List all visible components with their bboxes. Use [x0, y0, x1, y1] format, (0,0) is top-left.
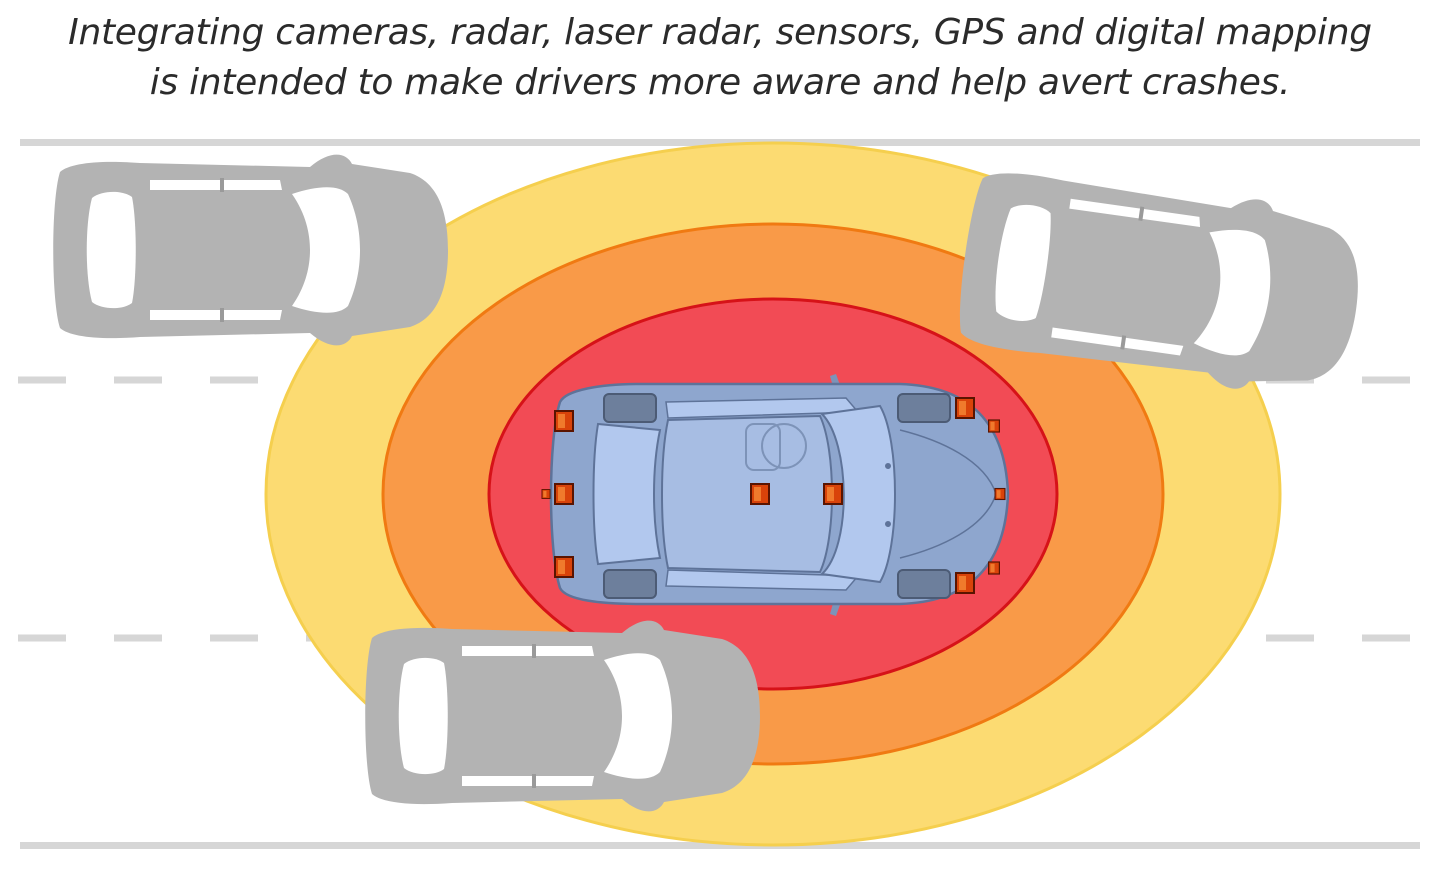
road-bottom-edge	[20, 842, 1420, 849]
caption-line-1: Integrating cameras, radar, laser radar,…	[68, 12, 1372, 53]
wheel-front-top	[897, 393, 951, 423]
sensor-front-top	[955, 397, 975, 419]
wheel-rear-top	[603, 393, 657, 423]
vehicle-top-left	[53, 154, 448, 346]
vehicle-bottom-left	[365, 620, 760, 812]
sensor-rear-top	[554, 410, 574, 432]
wheel-front-bottom	[897, 569, 951, 599]
caption: Integrating cameras, radar, laser radar,…	[0, 8, 1440, 108]
ego-cabin	[661, 414, 833, 574]
sensor-front-bottom	[955, 572, 975, 594]
sensor-roof	[750, 483, 770, 505]
ego-rear-window	[592, 422, 662, 566]
caption-line-2: is intended to make drivers more aware a…	[149, 62, 1291, 103]
ego-windshield	[819, 404, 896, 584]
sensor-rear-bottom	[554, 556, 574, 578]
sensor-front-center	[994, 487, 1006, 501]
ego-vehicle	[549, 374, 1010, 616]
hood-detail-bottom	[885, 521, 891, 527]
wheel-rear-bottom	[603, 569, 657, 599]
hood-detail-top	[885, 463, 891, 469]
road-top-edge	[20, 139, 1420, 146]
sensor-rear-center	[554, 483, 574, 505]
sensor-corner-bottom	[987, 561, 1001, 575]
sensor-rear-center-left	[541, 489, 551, 499]
steering-wheel	[761, 423, 807, 469]
driver-seat	[745, 423, 781, 471]
sensor-corner-top	[987, 419, 1001, 433]
sensor-windshield	[823, 483, 843, 505]
